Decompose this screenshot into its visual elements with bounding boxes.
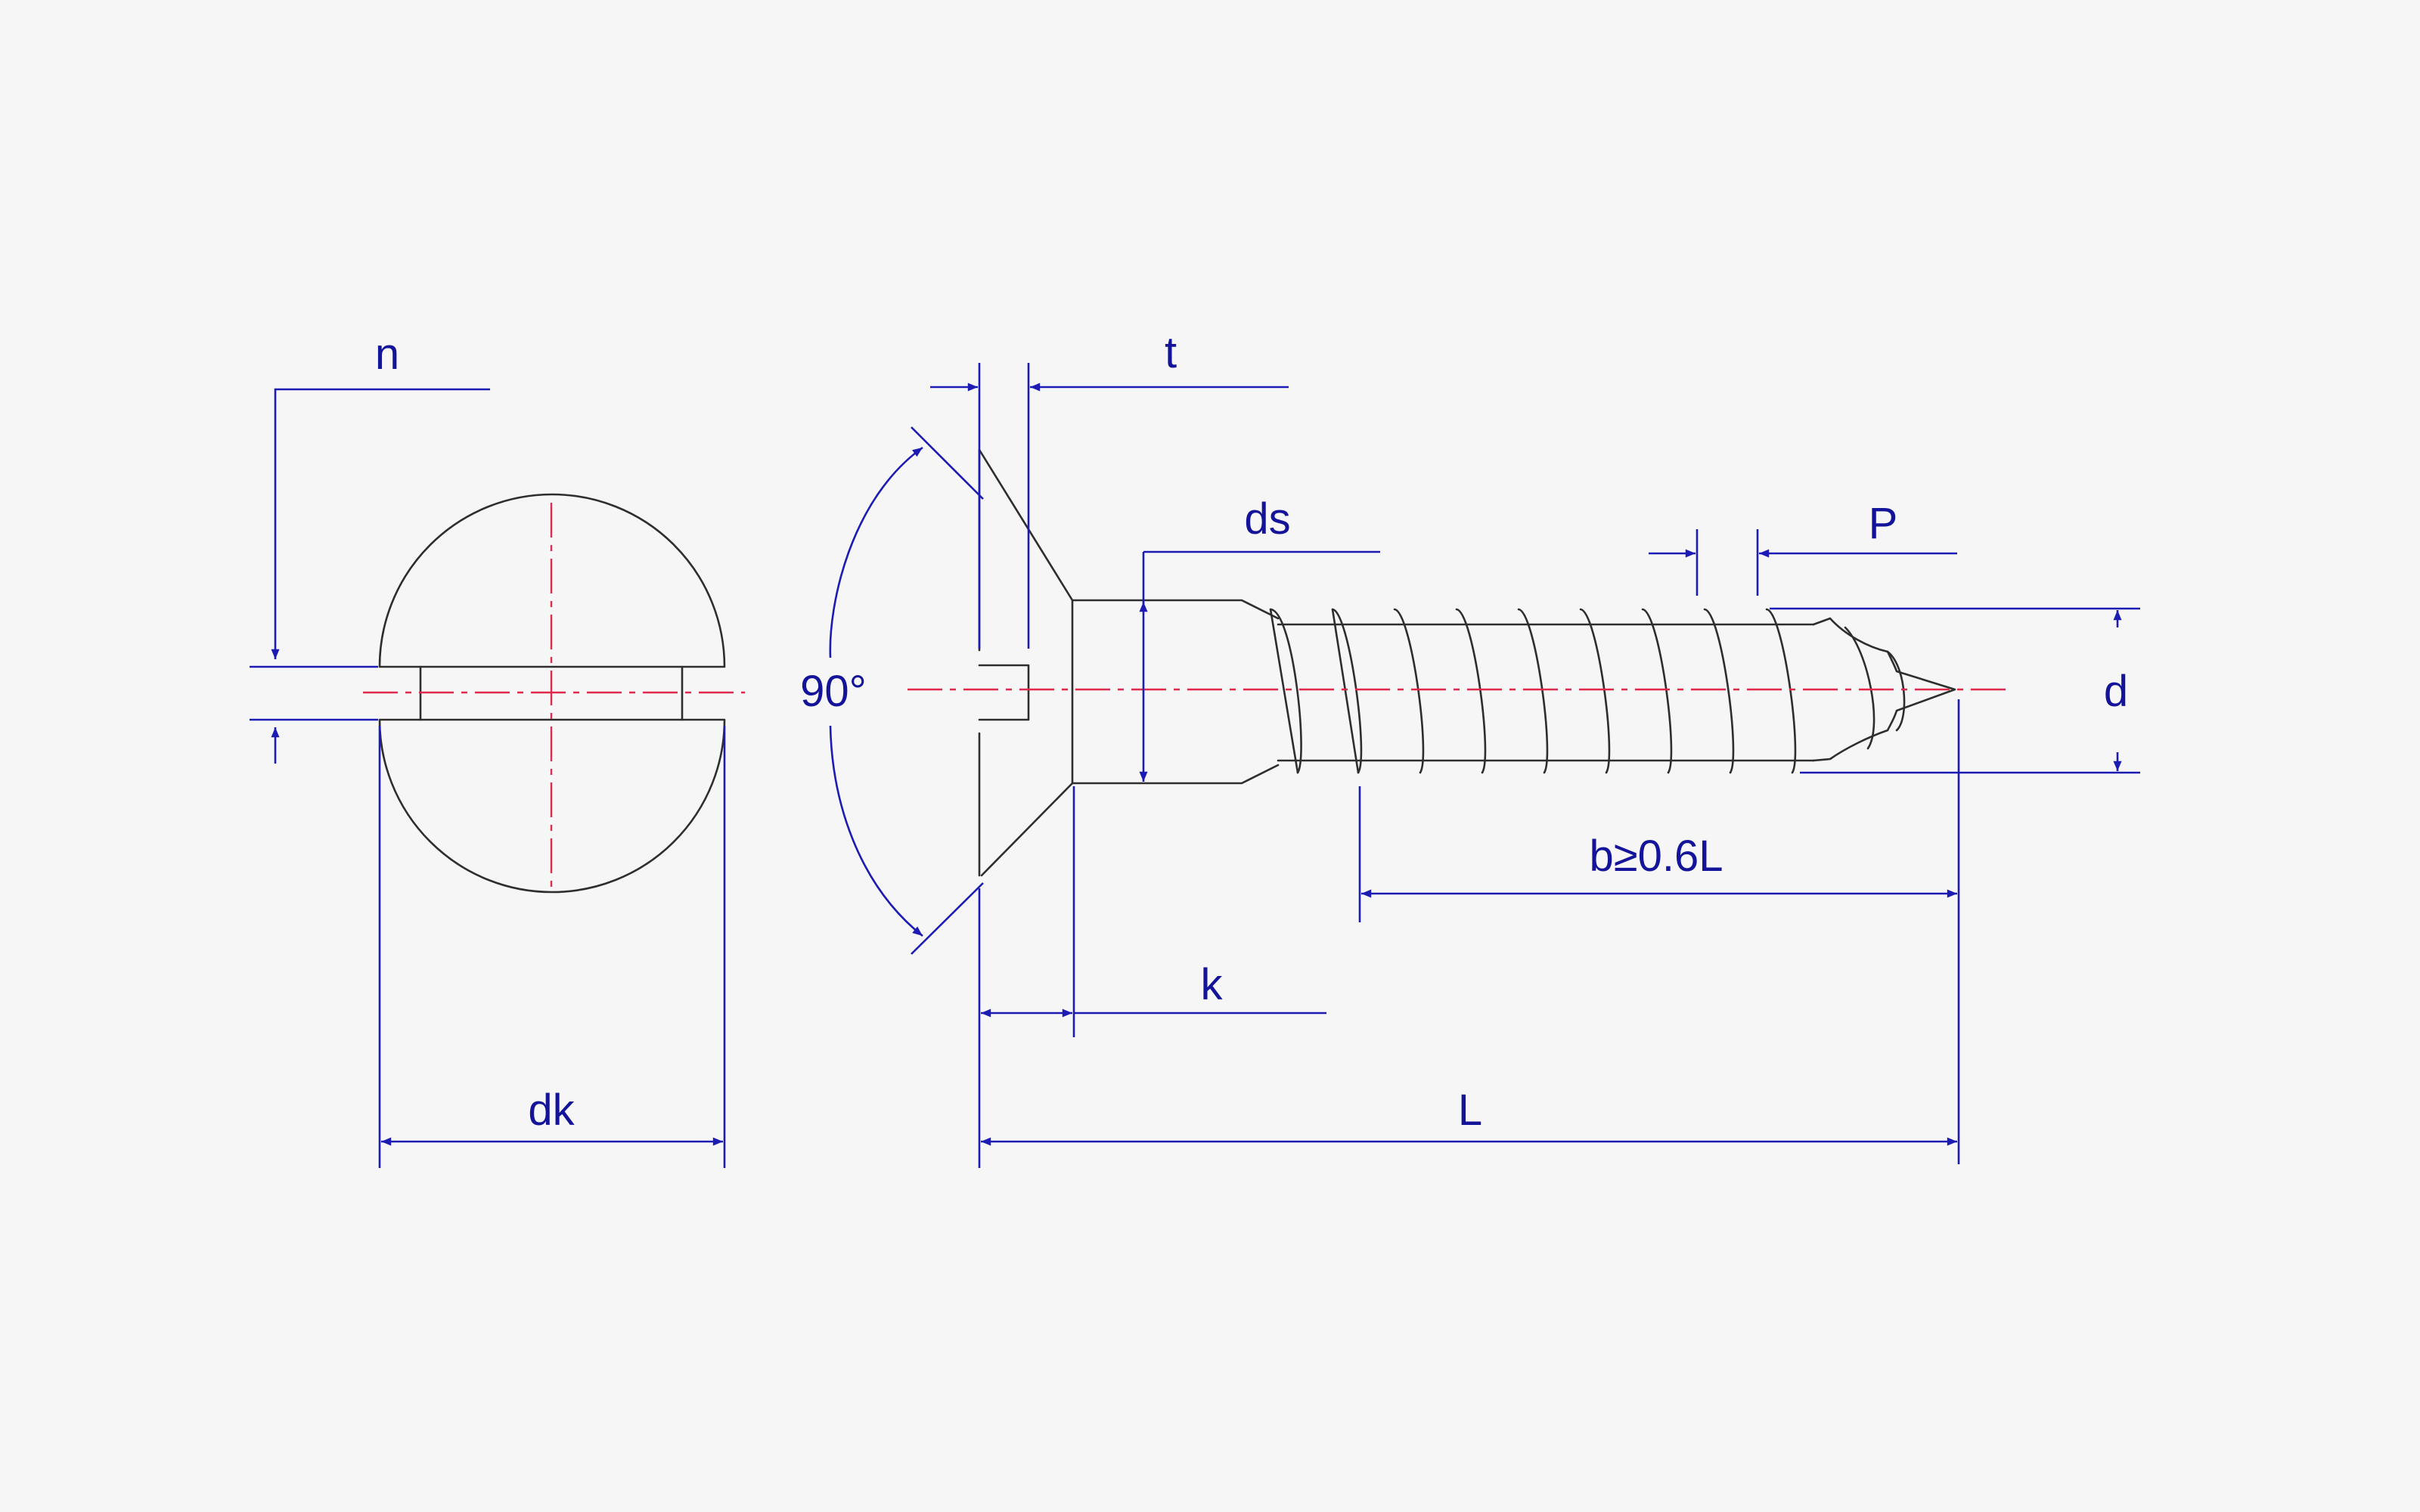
label-k: k <box>1201 960 1224 1009</box>
dimension-n: n <box>250 330 490 764</box>
dimension-p: P <box>1649 499 1957 596</box>
label-n: n <box>375 330 399 379</box>
head-end-view <box>363 493 745 894</box>
head-top-half <box>378 493 726 668</box>
dimension-dk: dk <box>378 726 726 1168</box>
label-angle: 90° <box>800 667 867 716</box>
dimension-l: L <box>980 1086 1957 1146</box>
head-slot <box>978 664 1030 721</box>
label-ds: ds <box>1244 494 1290 544</box>
dimension-k: k <box>978 786 1326 1168</box>
tip-thread-curl <box>1844 626 1906 750</box>
label-b: b≥0.6L <box>1590 832 1723 881</box>
countersunk-head <box>978 448 1074 877</box>
label-t: t <box>1165 328 1177 377</box>
dimension-ds: ds <box>1139 494 1380 782</box>
thread-section <box>1269 608 1815 774</box>
dimension-t: t <box>930 328 1289 649</box>
label-l: L <box>1458 1086 1482 1135</box>
screw-side-view <box>908 448 2008 877</box>
unthreaded-shank <box>1071 599 1280 785</box>
screw-tip <box>1812 617 1956 762</box>
dimension-d: d <box>1770 607 2140 774</box>
head-bottom-half <box>378 718 726 894</box>
dimension-angle: 90° <box>800 426 984 955</box>
label-p: P <box>1869 499 1898 548</box>
label-dk: dk <box>528 1086 575 1135</box>
dimension-b: b≥0.6L <box>1358 699 1960 1164</box>
label-d: d <box>2104 667 2128 716</box>
